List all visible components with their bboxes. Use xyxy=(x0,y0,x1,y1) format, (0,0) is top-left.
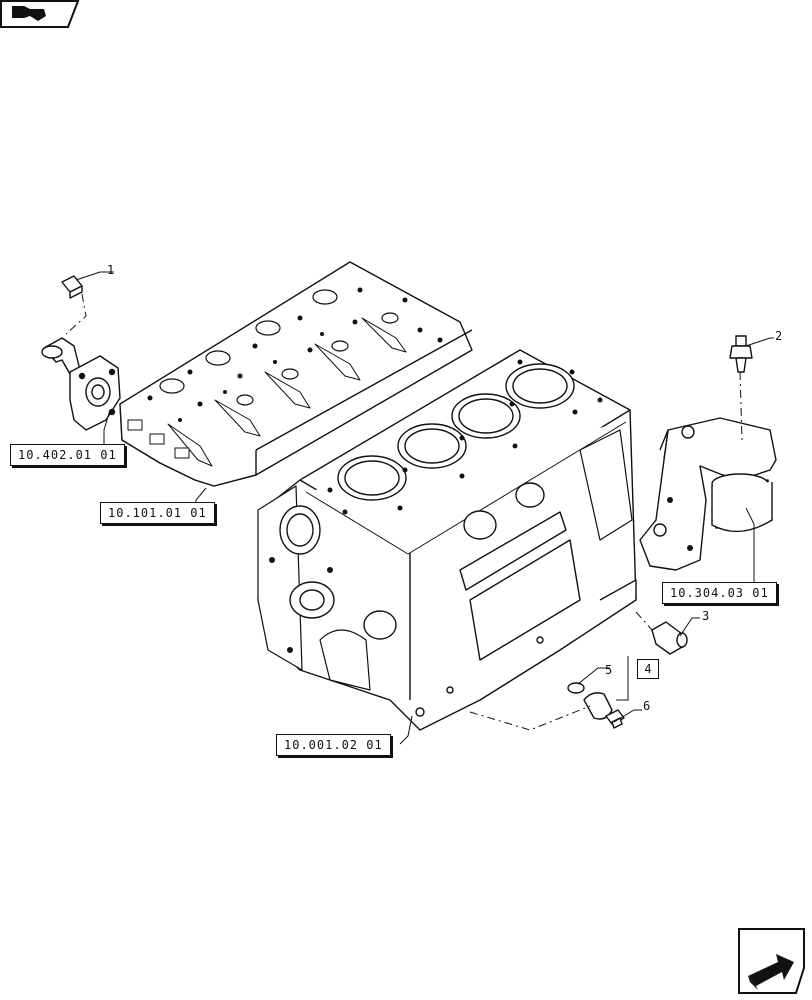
arrow-back-icon xyxy=(0,0,80,28)
ref-crankcase[interactable]: 10.001.02 01 xyxy=(276,734,391,756)
back-tab[interactable] xyxy=(0,0,80,28)
callout-4-box[interactable]: 4 xyxy=(637,659,659,679)
ref-cylinder-head[interactable]: 10.101.01 01 xyxy=(100,502,215,524)
callout-6[interactable]: 6 xyxy=(643,699,651,713)
callout-3[interactable]: 3 xyxy=(702,609,710,623)
fitting-drawing xyxy=(651,621,688,655)
engine-block-drawing xyxy=(257,349,637,731)
cylinder-head-drawing xyxy=(119,261,473,487)
cover-plate-drawing xyxy=(583,692,613,720)
thermostat-housing-drawing xyxy=(41,337,121,431)
pressure-sensor-drawing xyxy=(729,335,753,373)
callout-5[interactable]: 5 xyxy=(605,663,613,677)
o-ring-drawing xyxy=(567,682,585,694)
ref-oil-filter-head[interactable]: 10.304.03 01 xyxy=(662,582,777,604)
assembly-lines xyxy=(65,293,743,731)
bolt-drawing xyxy=(605,709,625,729)
callout-1[interactable]: 1 xyxy=(107,263,115,277)
leader-lines xyxy=(75,271,774,745)
callout-2[interactable]: 2 xyxy=(775,329,783,343)
forward-tab[interactable] xyxy=(738,928,806,994)
oil-filter-head-drawing xyxy=(639,417,777,571)
ref-thermostat-housing[interactable]: 10.402.01 01 xyxy=(10,444,125,466)
arrow-forward-icon xyxy=(738,928,805,994)
